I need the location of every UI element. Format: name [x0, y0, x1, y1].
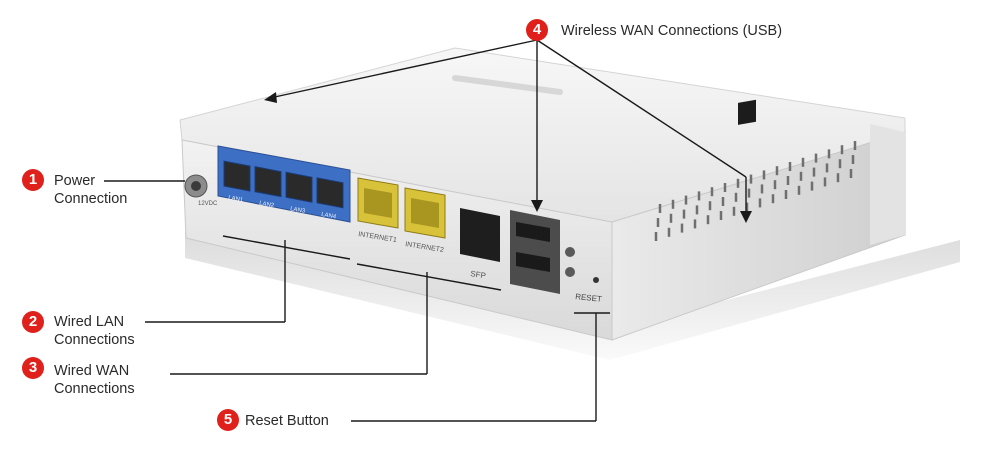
callout-lines: [104, 39, 747, 422]
sfp-port: [460, 208, 500, 262]
wired-wan-label: Wired WAN Connections: [54, 362, 135, 398]
lan-port-2: [254, 166, 282, 198]
wired-lan-label: Wired LAN Connections: [54, 313, 135, 349]
usb-led-2: [565, 267, 575, 277]
power-label-line1: Power: [54, 173, 96, 189]
wan-label-line1: Wired WAN: [54, 363, 130, 379]
usb-led-1: [565, 247, 575, 257]
lan-port-label-2: LAN2: [259, 201, 275, 210]
lan-port-3: [285, 171, 313, 203]
reset-button-label: Reset Button: [245, 413, 329, 429]
lan-port-label-4: LAN4: [321, 212, 337, 221]
device-reflection: [185, 232, 960, 360]
callout-badge-1: 1: [22, 169, 44, 191]
lan-port-label-1: LAN1: [228, 195, 244, 204]
side-vents: [654, 141, 857, 241]
lan-label-line2: Connections: [54, 332, 135, 348]
dc-label: 12VDC: [198, 201, 218, 207]
sfp-label: SFP: [470, 269, 487, 280]
internet2-jack: [411, 198, 439, 228]
lan-port-label-3: LAN3: [290, 206, 306, 215]
usb-port-1: [516, 222, 550, 242]
lan-label-line1: Wired LAN: [54, 314, 125, 330]
callout-arrowheads: [264, 92, 752, 223]
callout-badge-3: 3: [22, 357, 44, 379]
reset-hole: [593, 277, 599, 283]
usb-port-2: [516, 252, 550, 272]
side-switch: [738, 99, 756, 125]
internet1-jack: [364, 188, 392, 218]
power-label-line2: Connection: [54, 191, 128, 207]
top-logo: [452, 75, 563, 95]
side-corner: [870, 124, 905, 245]
callout-badge-4: 4: [526, 19, 548, 41]
lan-port-1: [223, 160, 251, 192]
wan-label-line2: Connections: [54, 381, 135, 397]
lan-port-4: [316, 177, 344, 209]
reset-label: RESET: [575, 292, 603, 304]
wireless-wan-label: Wireless WAN Connections (USB): [561, 23, 783, 39]
callout-badge-5: 5: [217, 409, 239, 431]
callout-badge-2: 2: [22, 311, 44, 333]
power-connection-label: Power Connection: [54, 172, 127, 208]
